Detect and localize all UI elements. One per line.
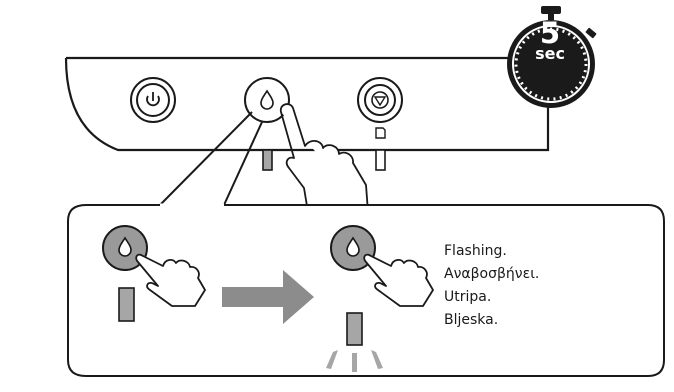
stop-button[interactable] [357, 77, 403, 123]
zoom-callout-box [67, 204, 665, 377]
caption-greek: Αναβοσβήνει. [444, 266, 540, 282]
arrow-right-icon [222, 270, 314, 324]
ink-button[interactable] [244, 77, 290, 123]
pointing-hand-icon [135, 253, 206, 307]
status-captions: Flashing. Αναβοσβήνει. Utripa. Bljeska. [444, 240, 539, 332]
pointing-hand-icon [363, 253, 434, 307]
ink-drop-icon [118, 236, 132, 257]
paper-icon [375, 127, 386, 139]
ink-led-off [118, 287, 135, 322]
timer-value: 5 [539, 16, 561, 50]
paper-led [375, 149, 386, 171]
power-icon [146, 92, 160, 107]
timer-unit: sec [535, 44, 565, 63]
ink-drop-icon [260, 89, 274, 110]
timer-label: 5 sec [520, 18, 580, 62]
caption-slovenian: Utripa. [444, 289, 492, 305]
caption-croatian: Bljeska. [444, 312, 499, 328]
ink-drop-icon [346, 236, 360, 257]
pointing-hand-icon [279, 103, 369, 213]
stopwatch-icon [507, 6, 597, 108]
stop-icon [371, 91, 389, 109]
flash-rays [326, 350, 383, 372]
ink-led-flashing [346, 312, 363, 346]
power-button[interactable] [130, 77, 176, 123]
control-panel-outline [64, 56, 550, 152]
callout-line-left [159, 111, 253, 206]
ink-led [262, 149, 273, 171]
callout-line-right [223, 121, 263, 206]
caption-english: Flashing. [444, 243, 507, 259]
